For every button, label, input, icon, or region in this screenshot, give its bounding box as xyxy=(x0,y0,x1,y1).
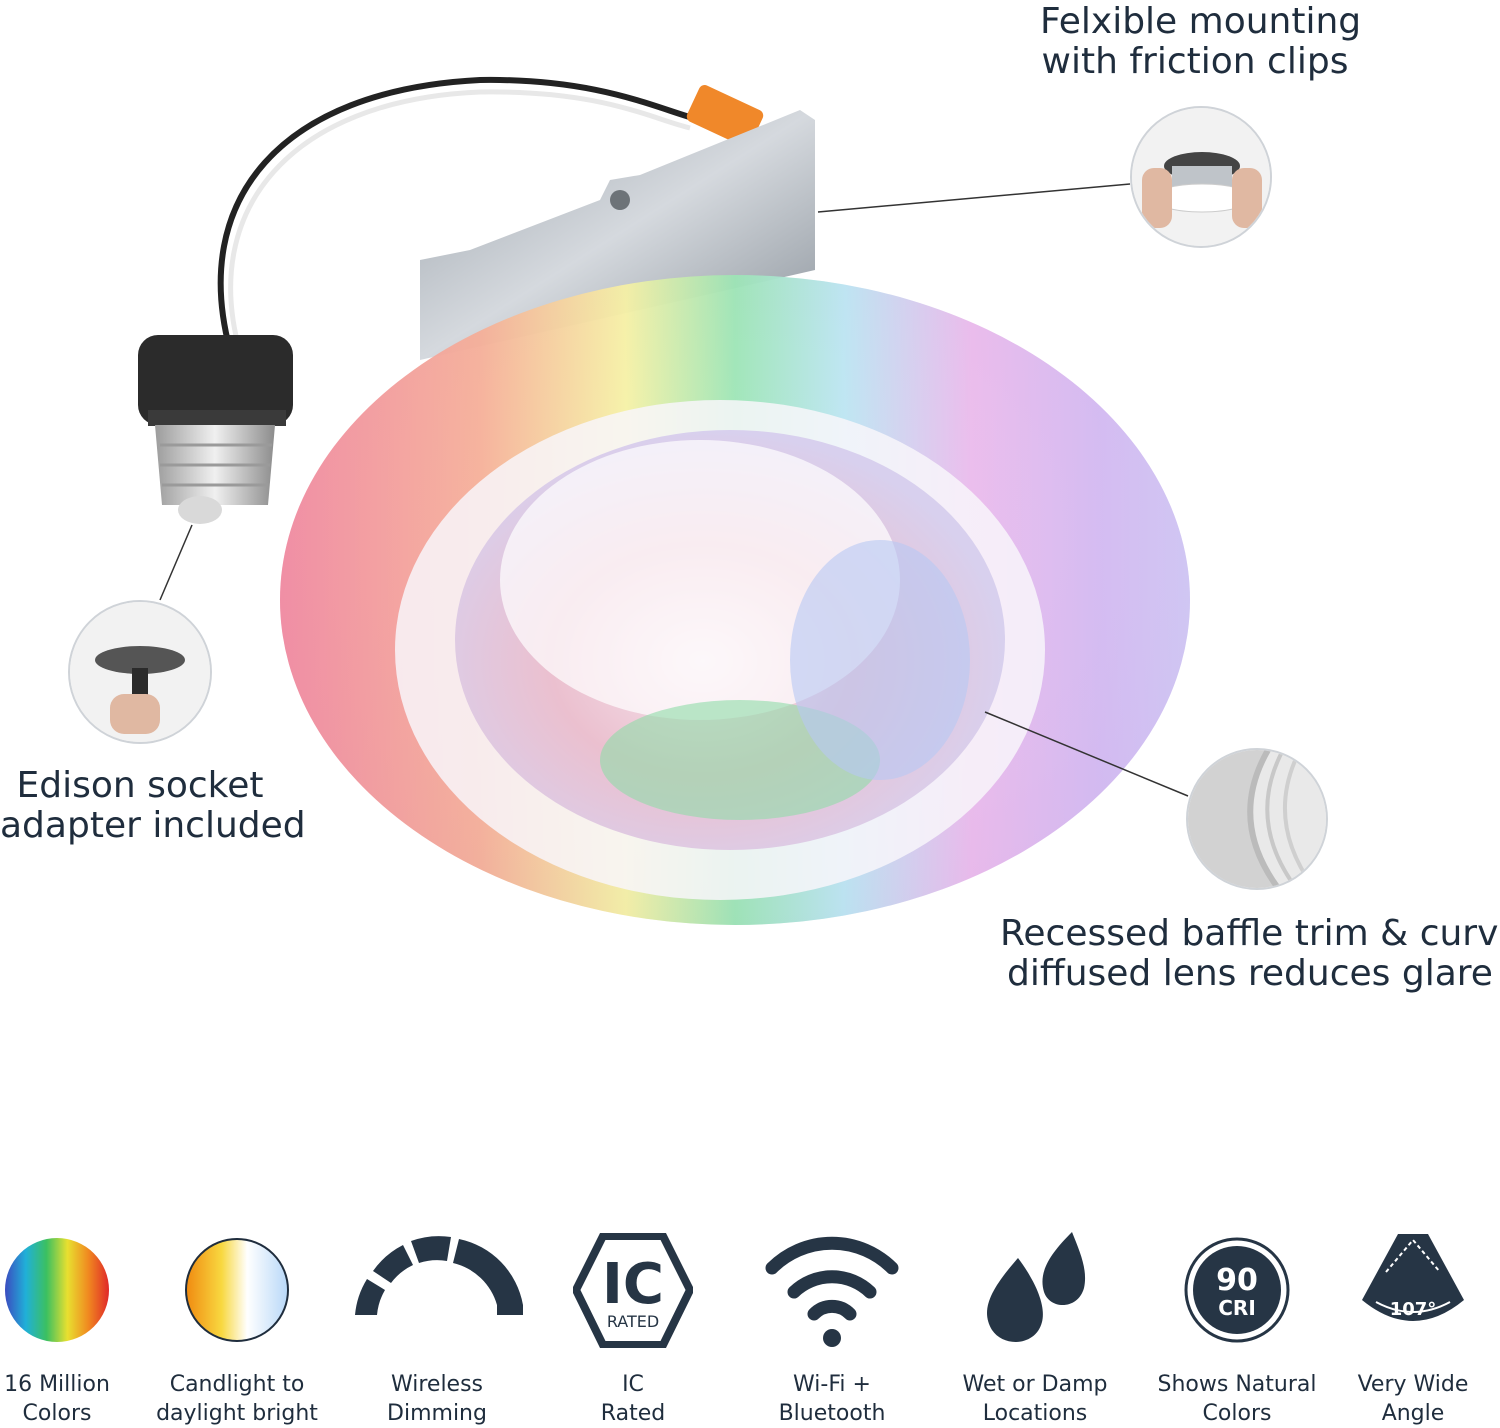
feature-label-line1: Wi-Fi + xyxy=(793,1372,871,1397)
baffle-callout-line1: Recessed baffle trim & curved xyxy=(1000,913,1500,954)
feature-label-line2: Locations xyxy=(982,1401,1088,1426)
mounting-callout-line1: Felxible mounting xyxy=(1040,1,1362,42)
feature-label-line1: Candlight to xyxy=(169,1372,305,1397)
rgb-color-wheel-icon xyxy=(5,1238,109,1342)
socket-adapter-detail-image xyxy=(68,600,212,744)
feature-label-line1: Wet or Damp xyxy=(962,1372,1108,1397)
feature-candlight-to-daylight: Candlight to daylight bright xyxy=(142,1230,332,1428)
feature-label-line1: Wireless xyxy=(390,1372,484,1397)
feature-label-line2: Angle xyxy=(1381,1401,1445,1426)
mounting-clips-detail-image xyxy=(1130,106,1272,248)
feature-label-line2: Colors xyxy=(1202,1401,1272,1426)
socket-callout-line2: adapter included xyxy=(0,805,306,846)
socket-callout-line1: Edison socket xyxy=(16,765,264,806)
beam-angle-value: 107° xyxy=(1390,1299,1437,1320)
ic-rated-badge-icon: IC RATED xyxy=(573,1232,693,1348)
baffle-callout: Recessed baffle trim & curved diffused l… xyxy=(1000,914,1500,994)
cri-badge-value: 90 xyxy=(1216,1263,1258,1298)
cri-badge-label: CRI xyxy=(1218,1296,1256,1320)
baffle-trim-detail-image xyxy=(1186,748,1328,890)
ic-badge-bottom-text: RATED xyxy=(607,1312,659,1331)
water-drops-icon xyxy=(987,1232,1086,1342)
feature-label-line1: IC xyxy=(622,1372,644,1397)
ic-badge-top-text: IC xyxy=(602,1252,664,1317)
beam-angle-icon: 107° xyxy=(1362,1234,1464,1321)
dimming-gauge-icon xyxy=(355,1236,523,1315)
product-illustration xyxy=(138,76,1190,925)
feature-label-line1: 16 Million xyxy=(4,1372,110,1397)
baffle-callout-line2: diffused lens reduces glare xyxy=(1007,953,1493,994)
feature-label-line1: Very Wide xyxy=(1357,1372,1469,1397)
cri-badge-icon: 90 CRI xyxy=(1184,1237,1290,1343)
mounting-callout-line2: with friction clips xyxy=(1041,41,1349,82)
wifi-icon xyxy=(765,1236,899,1347)
feature-label-line2: Rated xyxy=(600,1401,666,1426)
feature-wifi-bluetooth: Wi-Fi + Bluetooth xyxy=(737,1230,927,1428)
feature-label-line1: Shows Natural xyxy=(1157,1372,1317,1397)
feature-label-line2: Bluetooth xyxy=(778,1401,886,1426)
feature-label-line2: Colors xyxy=(22,1401,92,1426)
feature-label-line2: daylight bright xyxy=(156,1401,318,1426)
feature-label-line2: Dimming xyxy=(387,1401,487,1426)
warm-to-cool-gradient-icon xyxy=(185,1238,289,1342)
mounting-callout: Felxible mounting with friction clips xyxy=(1040,1,1362,82)
feature-ic-rated: IC RATED IC Rated xyxy=(538,1230,728,1428)
socket-callout: Edison socket adapter included xyxy=(0,765,306,846)
